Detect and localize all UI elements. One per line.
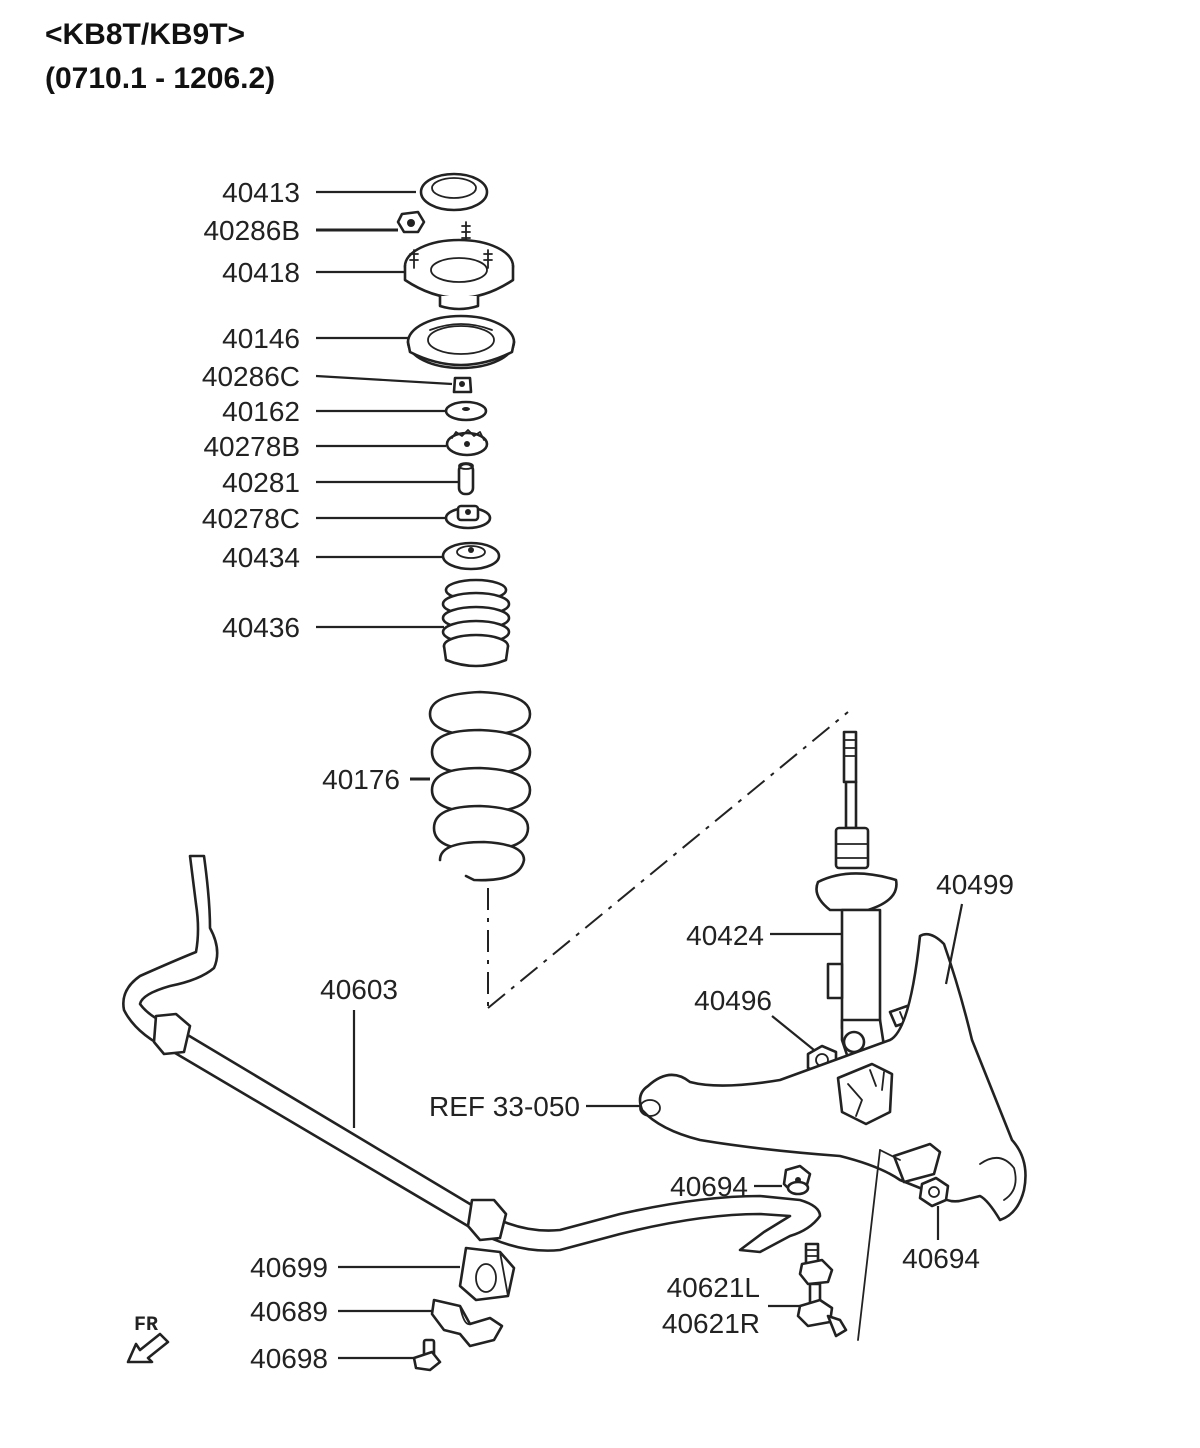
part-40146-spring-seat[interactable] xyxy=(406,314,516,370)
part-40418-upper-mount[interactable] xyxy=(403,238,515,311)
part-40286B-nut[interactable] xyxy=(396,210,471,243)
model-heading: <KB8T/KB9T> xyxy=(45,18,245,51)
callout-40281: 40281 xyxy=(222,467,300,498)
part-40281-sleeve[interactable] xyxy=(457,462,475,496)
part-40278B-bushing[interactable] xyxy=(445,429,489,457)
part-40699-bushing[interactable] xyxy=(458,1246,516,1302)
callout-40698: 40698 xyxy=(250,1343,328,1374)
callout-40603: 40603 xyxy=(320,974,398,1005)
part-40434-washer[interactable] xyxy=(441,541,501,571)
part-40694-nut-left[interactable] xyxy=(782,1164,812,1196)
part-40278C-bushing[interactable] xyxy=(444,504,492,530)
arrow-down-left-icon xyxy=(126,1332,170,1364)
callout-40436: 40436 xyxy=(222,612,300,643)
callout-40496: 40496 xyxy=(694,985,772,1016)
callout-40689: 40689 xyxy=(250,1296,328,1327)
callout-40176: 40176 xyxy=(322,764,400,795)
alignment-line xyxy=(487,711,849,1009)
callout-40694-left: 40694 xyxy=(670,1171,748,1202)
leader-lines xyxy=(315,190,964,1360)
callout-40278B: 40278B xyxy=(203,431,300,462)
part-40436-dust-boot[interactable] xyxy=(441,578,511,668)
callout-40286C: 40286C xyxy=(202,361,300,392)
link-alignment-line xyxy=(879,1149,901,1161)
front-orientation-marker: FR xyxy=(126,1314,170,1364)
part-40176-coil-spring[interactable] xyxy=(428,690,532,882)
front-label: FR xyxy=(134,1314,158,1337)
part-40424-shock-absorber[interactable] xyxy=(815,730,898,1062)
callout-40418: 40418 xyxy=(222,257,300,288)
part-40698-bolt[interactable] xyxy=(412,1338,442,1372)
callout-40694-right: 40694 xyxy=(902,1243,980,1274)
date-range-heading: (0710.1 - 1206.2) xyxy=(45,62,275,95)
part-40603-stabilizer-bar[interactable] xyxy=(122,854,822,1254)
part-lower-control-arm-ref[interactable] xyxy=(638,932,1027,1222)
callout-40146: 40146 xyxy=(222,323,300,354)
callout-40286B: 40286B xyxy=(203,215,300,246)
callout-40499: 40499 xyxy=(936,869,1014,900)
callout-40621R: 40621R xyxy=(662,1308,760,1339)
callout-ref-33-050: REF 33-050 xyxy=(429,1091,580,1122)
part-40694-nut-right[interactable] xyxy=(918,1176,950,1208)
callout-40162: 40162 xyxy=(222,396,300,427)
part-40689-bracket[interactable] xyxy=(430,1298,504,1348)
callout-40434: 40434 xyxy=(222,542,300,573)
callout-40413: 40413 xyxy=(222,177,300,208)
callout-40621L: 40621L xyxy=(667,1272,760,1303)
link-alignment-line xyxy=(857,1149,881,1341)
part-40162-washer[interactable] xyxy=(444,400,488,422)
callout-40278C: 40278C xyxy=(202,503,300,534)
part-40413-dust-cap[interactable] xyxy=(419,172,489,212)
part-40286C-nut[interactable] xyxy=(452,376,473,394)
callout-40699: 40699 xyxy=(250,1252,328,1283)
part-40621-stabilizer-link[interactable] xyxy=(796,1242,848,1338)
callout-40424: 40424 xyxy=(686,920,764,951)
